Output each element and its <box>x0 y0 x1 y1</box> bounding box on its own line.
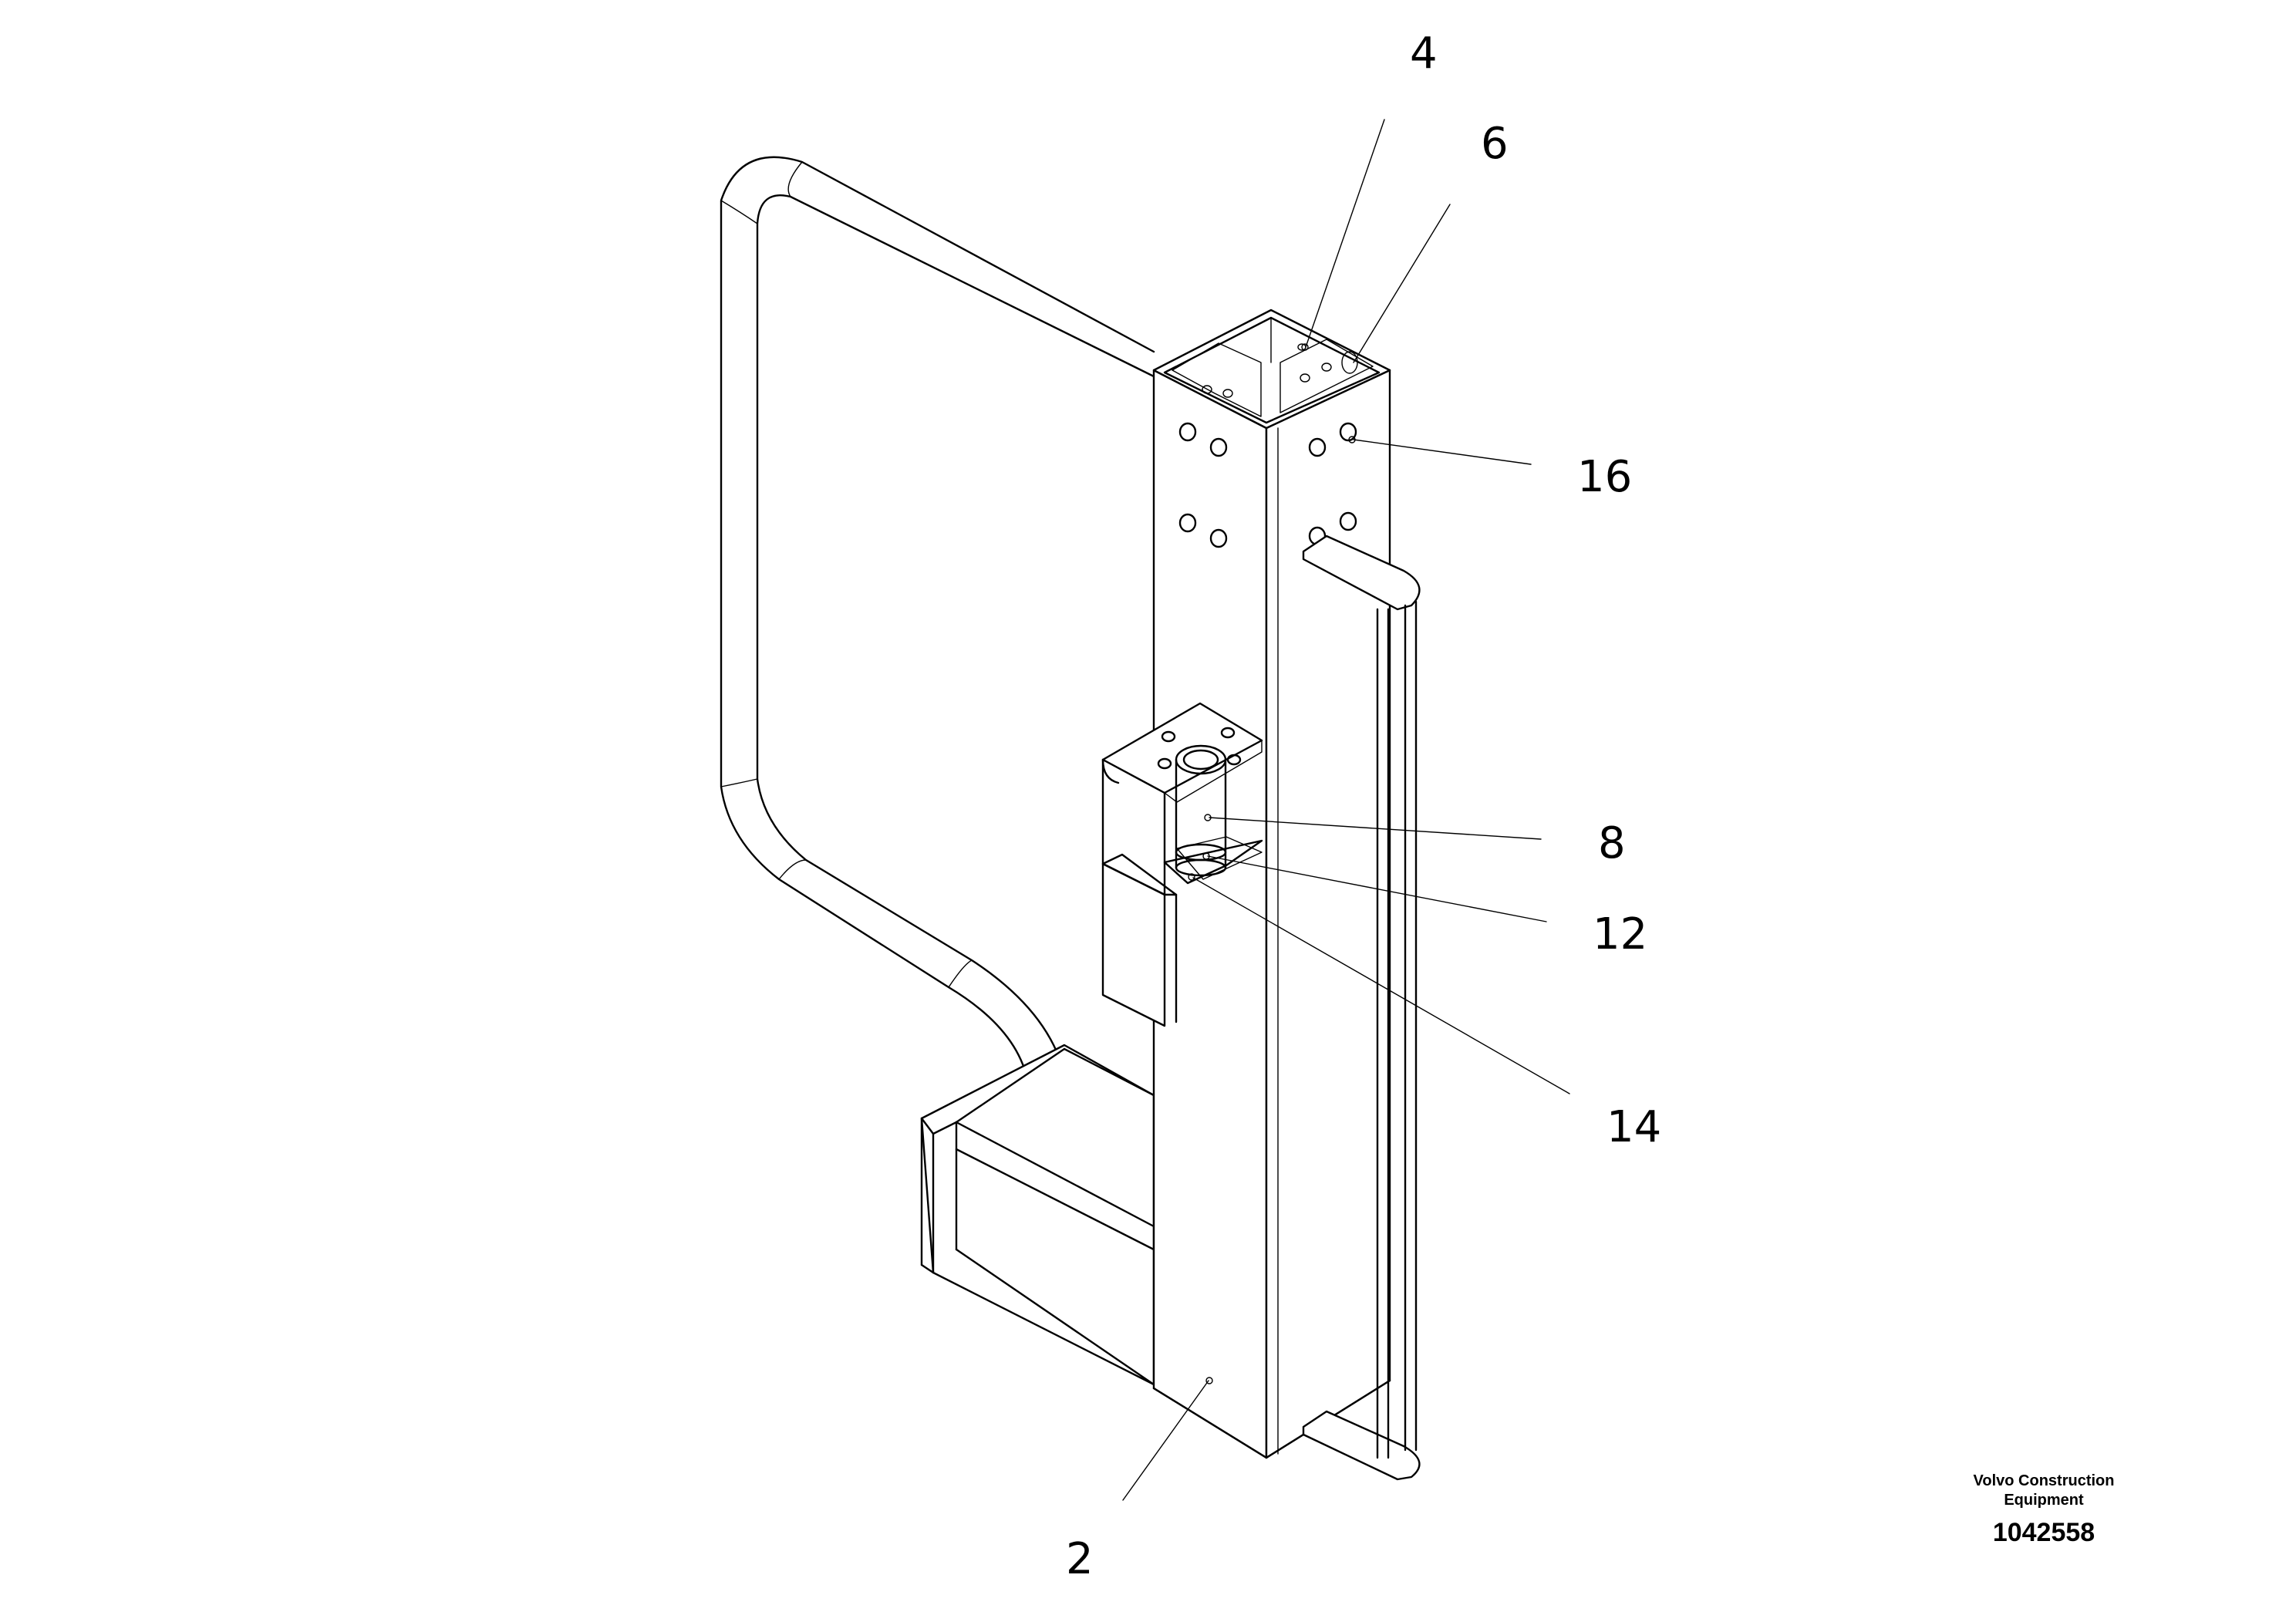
callout-8: 8 <box>1598 818 1626 868</box>
hinge-bracket <box>1101 702 1263 1027</box>
leader-lines <box>1122 119 1570 1501</box>
footer-block: Volvo Construction Equipment 1042558 <box>1882 1472 2206 1548</box>
brand-line-2: Equipment <box>2004 1492 2084 1509</box>
main-post <box>1152 309 1391 1459</box>
callout-4: 4 <box>1410 29 1438 79</box>
callout-12: 12 <box>1593 909 1647 959</box>
grab-rail <box>1302 534 1421 1481</box>
callout-14: 14 <box>1607 1102 1661 1152</box>
callout-labels: 4 6 16 8 12 14 2 <box>1066 29 1661 1584</box>
handrail-tube <box>720 156 1155 1154</box>
brand-line-1: Volvo Construction <box>1973 1472 2115 1489</box>
document-number: 1042558 <box>1992 1518 2095 1547</box>
callout-2: 2 <box>1066 1534 1094 1584</box>
callout-16: 16 <box>1577 452 1632 502</box>
assembly-drawing: 4 6 16 8 12 14 2 <box>720 29 1661 1584</box>
base-box <box>920 1044 1155 1386</box>
callout-6: 6 <box>1481 119 1509 169</box>
